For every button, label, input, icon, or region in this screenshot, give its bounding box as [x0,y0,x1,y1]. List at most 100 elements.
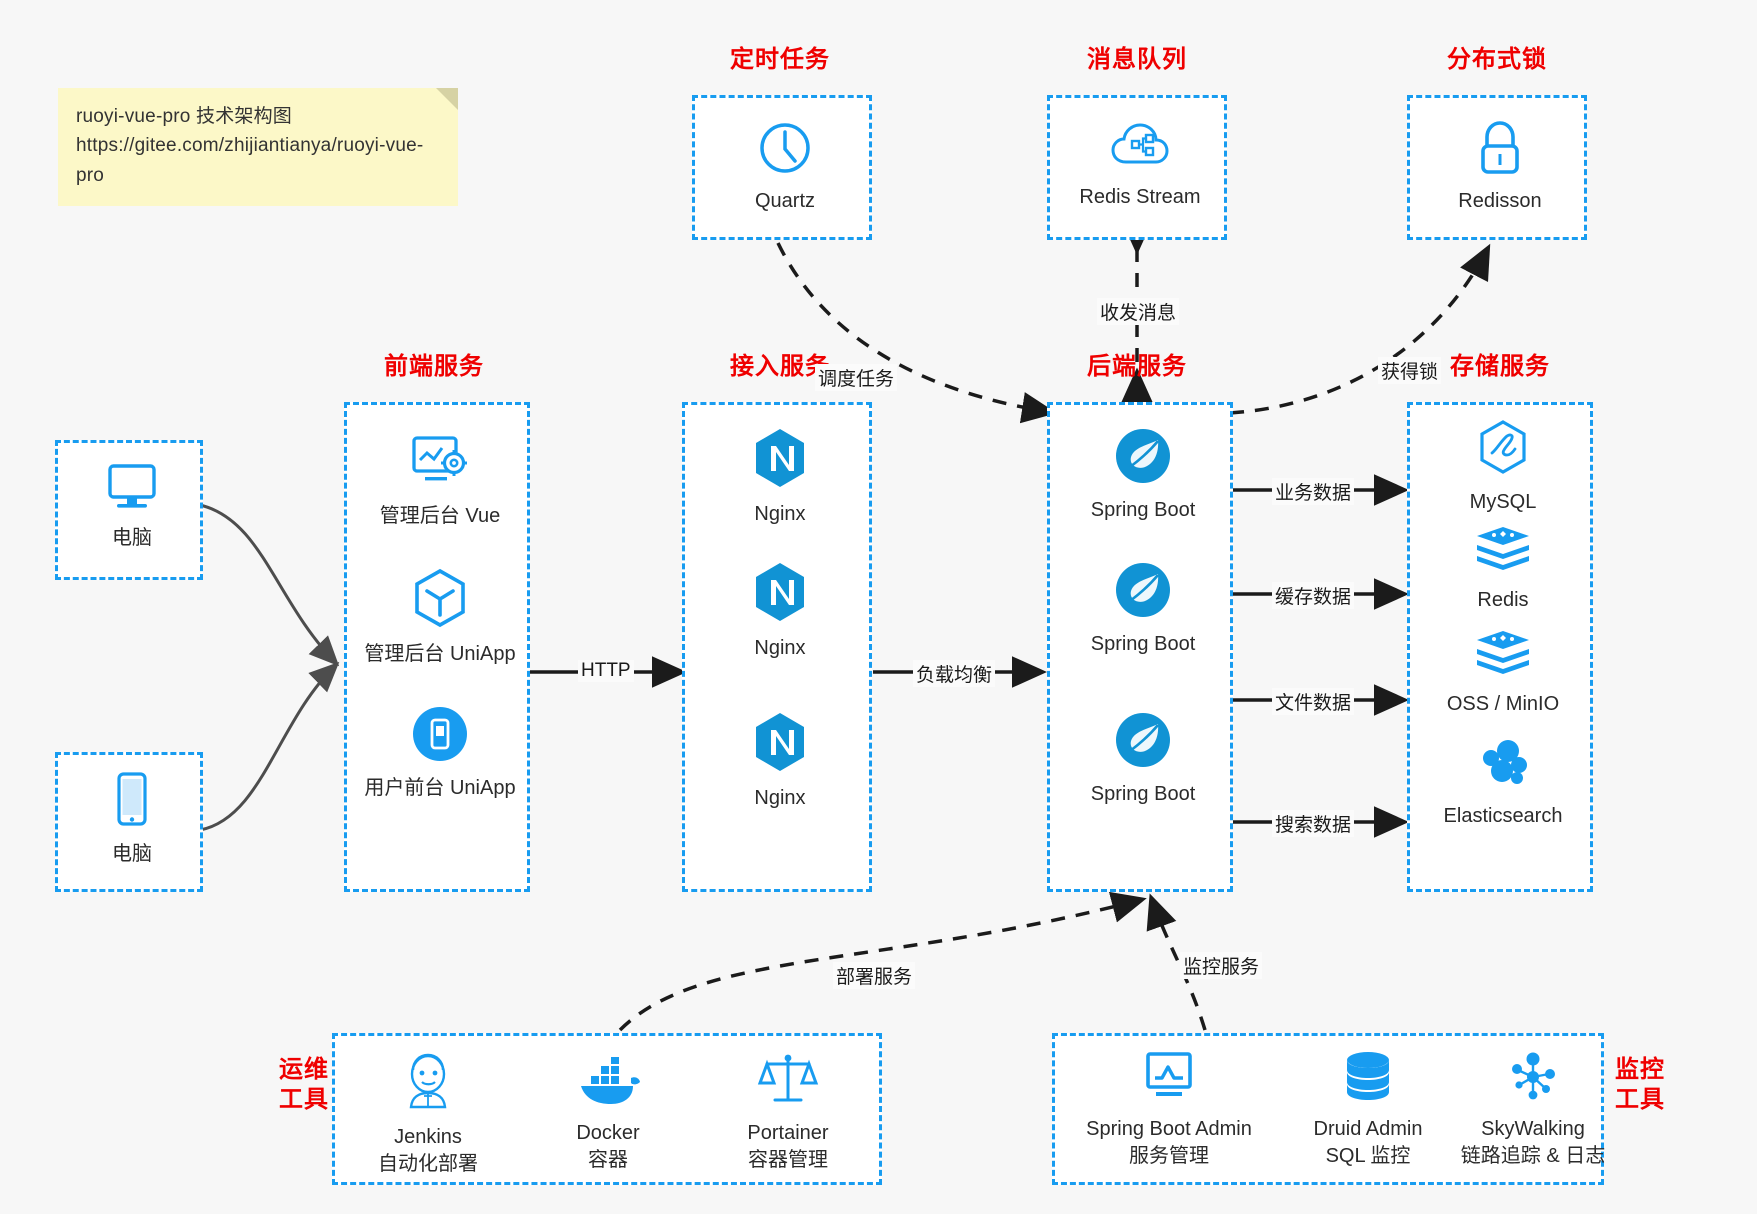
node-mobile[interactable]: 电脑 [58,771,206,868]
note-line-url: https://gitee.com/zhijiantianya/ruoyi-vu… [76,135,424,186]
node-redis-stream[interactable]: Redis Stream [1050,120,1230,211]
node-jenkins[interactable]: Jenkins 自动化部署 [343,1050,513,1178]
oss-minio-icon [1473,627,1533,684]
elasticsearch-icon [1475,735,1531,796]
group-box-scheduled-task: Quartz [692,95,872,240]
node-quartz[interactable]: Quartz [695,120,875,215]
sticky-note: ruoyi-vue-pro 技术架构图 https://gitee.com/zh… [58,88,458,207]
edge-mobile-to-frontend [199,661,340,832]
node-label: Redis Stream [1079,186,1201,208]
edge-label-search-data: 搜索数据 [1272,810,1355,837]
node-label: 管理后台 UniApp [364,643,516,665]
lock-icon [1473,120,1527,181]
node-oss-minio[interactable]: OSS / MinIO [1410,627,1596,718]
edge-label-send-receive-message: 收发消息 [1097,298,1180,325]
edge-pc-to-frontend [199,503,340,667]
node-label: Nginx [754,637,806,659]
node-redisson[interactable]: Redisson [1410,120,1590,215]
node-elasticsearch[interactable]: Elasticsearch [1410,735,1596,830]
node-nginx-2[interactable]: Nginx [685,561,875,662]
group-title-access-service: 接入服务 [730,353,830,380]
group-box-devops-tools: Jenkins 自动化部署 Docker 容器 [332,1033,882,1185]
group-box-monitor-tools: Spring Boot Admin 服务管理 Druid Admin SQL 监… [1052,1033,1605,1185]
cloud-stream-icon [1110,120,1170,177]
node-docker[interactable]: Docker 容器 [523,1056,693,1174]
group-title-frontend-service: 前端服务 [384,353,484,380]
spring-boot-icon [1114,427,1172,490]
node-label: MySQL [1469,491,1537,513]
group-box-storage-service: MySQL Redis [1407,402,1593,892]
edge-label-business-data: 业务数据 [1272,478,1355,505]
group-title-message-queue: 消息队列 [1087,46,1187,73]
edge-acquire-lock [1229,243,1491,415]
redis-icon [1473,523,1533,580]
node-druid-admin[interactable]: Druid Admin SQL 监控 [1273,1050,1463,1170]
spring-boot-icon [1114,711,1172,774]
dashboard-gear-icon [409,433,471,496]
group-box-distributed-lock: Redisson [1407,95,1587,240]
node-redis[interactable]: Redis [1410,523,1596,614]
node-spring-boot-2[interactable]: Spring Boot [1050,561,1236,658]
node-label: 电脑 [112,843,152,865]
node-label: OSS / MinIO [1446,693,1560,715]
mysql-icon [1476,419,1530,482]
node-nginx-3[interactable]: Nginx [685,711,875,812]
cube-icon [411,567,469,634]
node-label: Spring Boot [1090,499,1196,521]
node-admin-vue[interactable]: 管理后台 Vue [335,433,545,530]
group-box-frontend-service: 管理后台 Vue 管理后台 UniApp 用户前台 UniApp [344,402,530,892]
node-label: Docker 容器 [576,1122,640,1171]
group-title-backend-service: 后端服务 [1087,353,1187,380]
group-box-message-queue: Redis Stream [1047,95,1227,240]
edge-label-file-data: 文件数据 [1272,688,1355,715]
group-box-client-mobile: 电脑 [55,752,203,892]
node-admin-uniapp[interactable]: 管理后台 UniApp [335,567,545,668]
group-title-devops-tools: 运维 工具 [279,1056,329,1113]
node-spring-boot-3[interactable]: Spring Boot [1050,711,1236,808]
mobile-icon [112,771,152,834]
group-title-scheduled-task: 定时任务 [730,46,830,73]
clock-icon [757,120,813,181]
database-icon [1342,1050,1394,1109]
node-label: 电脑 [112,527,152,549]
desktop-icon [103,459,161,518]
group-box-backend-service: Spring Boot Spring Boot Spring Boot [1047,402,1233,892]
app-square-icon [411,705,469,768]
portainer-icon [757,1050,819,1113]
node-label: 用户前台 UniApp [364,777,516,799]
node-user-uniapp[interactable]: 用户前台 UniApp [335,705,545,802]
node-label: Druid Admin SQL 监控 [1313,1118,1423,1167]
node-label: SkyWalking 链路追踪 & 日志 [1460,1118,1606,1167]
group-box-access-service: Nginx Nginx Nginx [682,402,872,892]
node-label: 管理后台 Vue [379,505,501,527]
edge-label-acquire-lock: 获得锁 [1378,357,1442,384]
note-fold-corner [436,88,458,110]
node-spring-boot-admin[interactable]: Spring Boot Admin 服务管理 [1059,1050,1279,1170]
nginx-icon [751,711,809,778]
node-label: Redis [1477,589,1529,611]
group-title-monitor-tools: 监控 工具 [1615,1056,1665,1113]
edge-label-cache-data: 缓存数据 [1272,582,1355,609]
skywalking-icon [1505,1050,1561,1109]
edge-label-http: HTTP [578,660,634,682]
node-label: Jenkins 自动化部署 [378,1126,478,1175]
group-title-distributed-lock: 分布式锁 [1447,46,1547,73]
node-mysql[interactable]: MySQL [1410,419,1596,516]
note-line-title: ruoyi-vue-pro 技术架构图 [76,106,293,127]
docker-icon [575,1056,641,1113]
edge-label-schedule-task: 调度任务 [815,364,898,391]
node-label: Spring Boot [1090,633,1196,655]
node-skywalking[interactable]: SkyWalking 链路追踪 & 日志 [1433,1050,1633,1170]
node-label: Elasticsearch [1443,805,1563,827]
nginx-icon [751,427,809,494]
node-label: Spring Boot [1090,783,1196,805]
node-portainer[interactable]: Portainer 容器管理 [703,1050,873,1174]
monitor-chart-icon [1140,1050,1198,1109]
node-spring-boot-1[interactable]: Spring Boot [1050,427,1236,524]
node-nginx-1[interactable]: Nginx [685,427,875,528]
edge-label-deploy-service: 部署服务 [833,962,916,989]
node-pc[interactable]: 电脑 [58,459,206,552]
spring-boot-icon [1114,561,1172,624]
edge-label-load-balance: 负载均衡 [913,660,996,687]
group-box-client-pc: 电脑 [55,440,203,580]
